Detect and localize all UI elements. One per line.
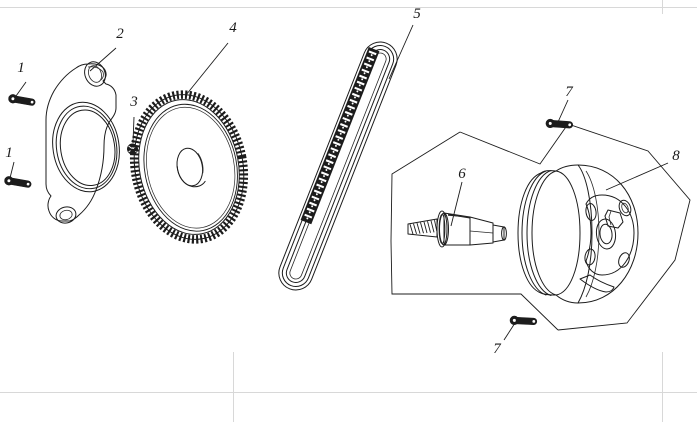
- callout-label-4: 4: [229, 20, 237, 36]
- part-flywheel-rotor: [517, 162, 669, 304]
- part-starter-ring-gear: [129, 42, 249, 244]
- callout-label-6: 6: [458, 166, 466, 182]
- callout-label-1a: 1: [17, 60, 25, 76]
- callout-label-7a: 7: [565, 84, 574, 100]
- part-bolt-lower: [503, 315, 538, 341]
- part-bolt-upper: [545, 99, 574, 129]
- callout-labels: 1 2 4 3 5 7 8 1 6 7: [5, 6, 680, 357]
- part-tensioner-shaft-bolt: [407, 181, 507, 248]
- part-dowel-pin-lower: [4, 161, 32, 188]
- assembly-group-outline: [390, 123, 691, 331]
- callout-label-7b: 7: [493, 341, 502, 357]
- callout-label-3: 3: [129, 94, 138, 110]
- callout-label-1b: 1: [5, 145, 13, 161]
- part-dowel-pin-upper: [8, 81, 36, 106]
- part-oil-pump-cover-plate: [45, 47, 120, 224]
- callout-label-5: 5: [413, 6, 421, 22]
- callout-label-8: 8: [672, 148, 680, 164]
- part-timing-chain: [278, 24, 414, 291]
- callout-label-2: 2: [116, 26, 124, 42]
